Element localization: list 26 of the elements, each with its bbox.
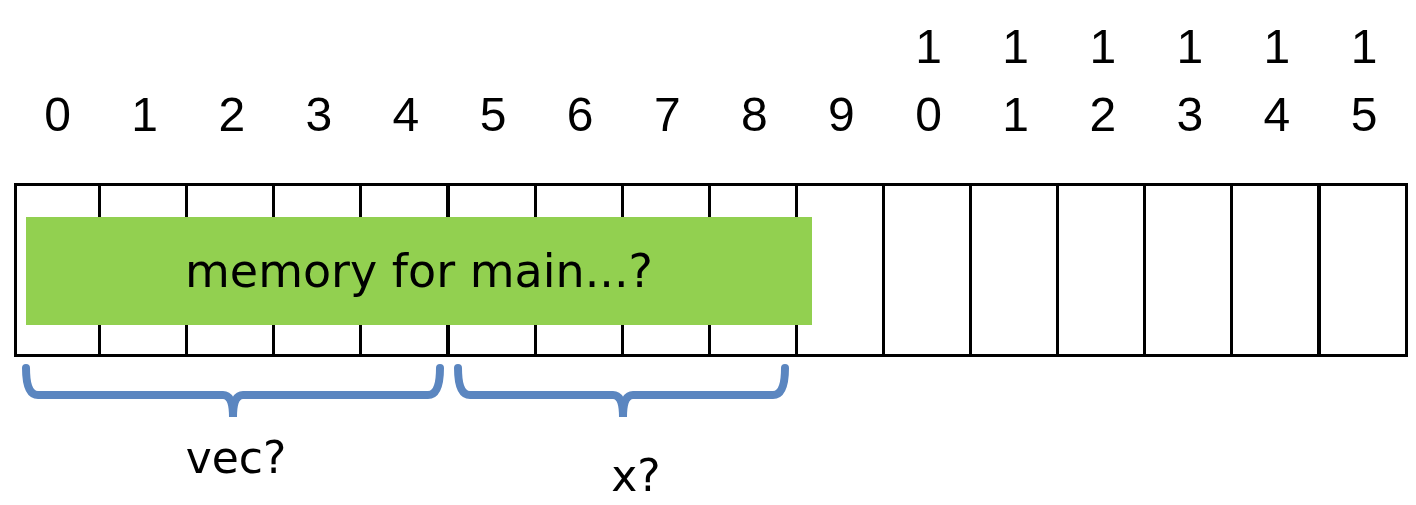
cell-index: 8 xyxy=(740,88,769,142)
cell-index: 1 xyxy=(914,20,943,74)
cell-index: 1 xyxy=(1001,88,1030,142)
cell-index: 7 xyxy=(652,88,682,142)
highlight-box xyxy=(26,217,812,325)
box-label: memory for main...? xyxy=(185,244,653,298)
cell-index: 3 xyxy=(1175,88,1205,142)
cell-index: 5 xyxy=(478,88,508,142)
cell-index: 1 xyxy=(1175,20,1205,74)
cell-index: 2 xyxy=(1088,88,1118,142)
cell-index: 4 xyxy=(1262,88,1292,142)
bracket-label: vec? xyxy=(185,432,287,483)
cell-index: 0 xyxy=(914,88,943,142)
cell-index: 1 xyxy=(1088,20,1118,74)
cell-index: 3 xyxy=(304,88,334,142)
cell-index: 1 xyxy=(1001,20,1030,74)
cell-index: 1 xyxy=(1262,20,1292,74)
cell-index: 1 xyxy=(130,88,159,142)
cell-index: 5 xyxy=(1349,88,1379,142)
cell-index: 0 xyxy=(43,88,72,142)
cell-index: 6 xyxy=(565,88,595,142)
cell-index: 9 xyxy=(827,88,856,142)
cell-index: 1 xyxy=(1349,20,1379,74)
bracket-label: x? xyxy=(611,450,661,501)
cell-index: 4 xyxy=(391,88,421,142)
cell-index: 2 xyxy=(217,88,247,142)
